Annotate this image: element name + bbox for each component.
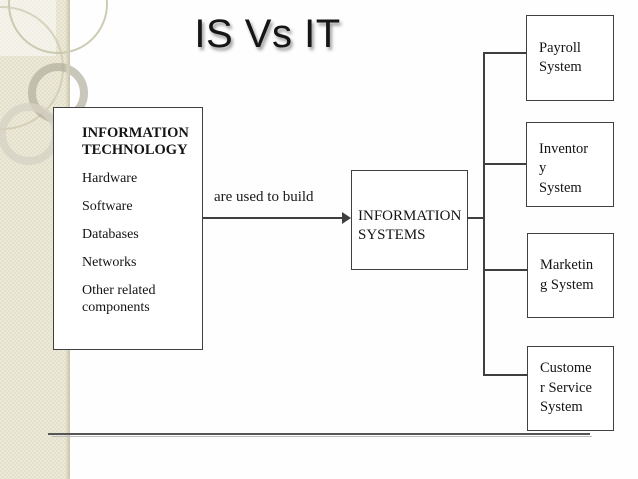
it-box: INFORMATION TECHNOLOGY Hardware Software… [53, 107, 203, 350]
marketing-system-label-line: g System [540, 276, 594, 293]
inventory-system-label-line: System [539, 179, 582, 196]
footer-divider-shadow [52, 436, 592, 437]
it-box-item-other: Other related components [82, 283, 156, 315]
connector-it-to-is [203, 217, 343, 219]
is-box: INFORMATION SYSTEMS [351, 170, 468, 270]
it-box-item-hardware: Hardware [82, 171, 138, 186]
is-box-label-line: SYSTEMS [358, 226, 426, 243]
connector-is-to-bracket [468, 217, 483, 219]
customer-service-system-label-line: Custome [540, 360, 592, 377]
bracket-vertical-line [483, 52, 485, 376]
it-box-item-software: Software [82, 199, 133, 214]
payroll-system-label-line: System [539, 59, 582, 75]
decorative-ring-faint [0, 103, 60, 165]
page-title: IS Vs IT [194, 12, 341, 56]
customer-service-system-label-line: r Service [540, 379, 592, 396]
payroll-system-box: Payroll System [526, 15, 614, 101]
inventory-system-label-line: Inventor [539, 140, 589, 157]
connector-marketing [483, 269, 527, 271]
inventory-system-box: Inventor y System [526, 122, 614, 207]
connector-inventory [483, 163, 526, 165]
arrow-label: are used to build [214, 189, 314, 205]
payroll-system-label-line: Payroll [539, 39, 581, 56]
connector-customer [483, 374, 527, 376]
footer-divider-line [48, 433, 590, 435]
it-box-item-networks: Networks [82, 255, 137, 270]
connector-payroll [483, 52, 526, 54]
customer-service-system-box: Custome r Service System [527, 346, 614, 431]
customer-service-system-label-line: System [540, 399, 583, 416]
inventory-system-label-line: y [539, 160, 547, 177]
is-box-label-line: INFORMATION [358, 208, 462, 224]
marketing-system-box: Marketin g System [527, 233, 614, 318]
arrowhead-right-icon [342, 212, 351, 224]
marketing-system-label-line: Marketin [540, 257, 594, 273]
it-box-title: INFORMATION TECHNOLOGY [82, 125, 189, 158]
it-box-item-databases: Databases [82, 227, 139, 242]
